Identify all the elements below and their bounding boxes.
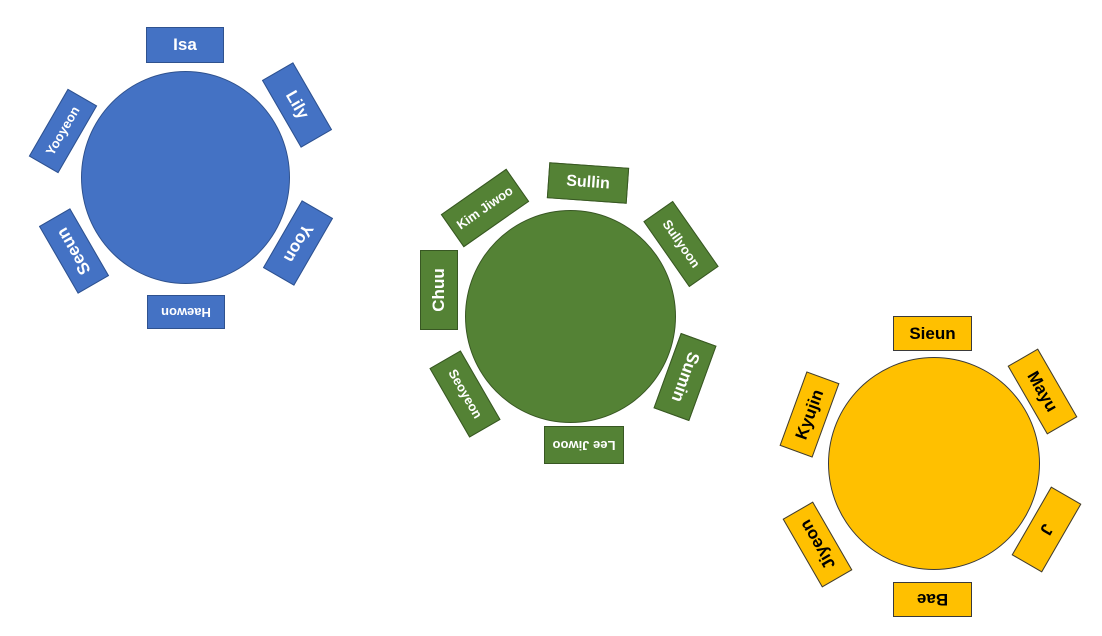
seat-chuu: Chuu: [420, 250, 458, 330]
round-table-yellow: [828, 357, 1040, 570]
seat-label: Yoon: [279, 220, 317, 266]
seat-label: Sullyoon: [659, 217, 704, 271]
seat-label: Isa: [173, 35, 197, 55]
seat-haewon: Haewon: [147, 295, 225, 329]
seat-label: Haewon: [161, 304, 211, 320]
seat-sieun: Sieun: [893, 316, 972, 351]
seat-label: Lee Jiwoo: [552, 437, 616, 453]
seat-label: Jiyeon: [795, 516, 839, 573]
seat-label: Bae: [916, 590, 949, 610]
seat-lee-jiwoo: Lee Jiwoo: [544, 426, 624, 464]
seat-label: Mayu: [1023, 367, 1062, 415]
round-table-blue: [81, 71, 290, 284]
seat-bae: Bae: [893, 582, 972, 617]
seat-label: Sieun: [909, 323, 956, 343]
seat-label: Lily: [281, 87, 313, 123]
round-table-green: [465, 210, 676, 423]
seat-label: Seeun: [52, 224, 95, 279]
seat-label: Chuu: [429, 268, 449, 312]
seat-sullin: Sullin: [546, 162, 630, 204]
seat-isa: Isa: [146, 27, 224, 63]
seat-label: Kim Jiwoo: [453, 182, 516, 233]
seat-label: Seoyeon: [445, 366, 486, 422]
seat-label: J: [1036, 520, 1058, 539]
seat-label: Sumin: [667, 349, 704, 405]
seat-label: Sullin: [565, 172, 611, 193]
seat-label: Kyujin: [791, 386, 827, 443]
seat-label: Yooyeon: [42, 103, 83, 158]
